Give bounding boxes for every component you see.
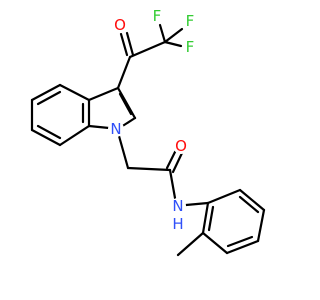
bond-ar1-ar2 <box>206 188 242 205</box>
atom-h-amide: H <box>171 215 185 233</box>
bond-ketone-double-a <box>119 32 129 57</box>
bond-ar6-ar1-inner <box>207 205 215 232</box>
bond-ar6-ar1 <box>201 201 210 235</box>
bond-ar2-ar3 <box>238 188 266 212</box>
bond-ar6-methyl <box>176 231 205 257</box>
bond-c7-c7a <box>58 124 91 147</box>
bond-c4-c5 <box>30 83 62 102</box>
bond-c3-c3a <box>87 86 120 102</box>
bond-c6-c7 <box>30 128 62 147</box>
atom-n-amide-label: N <box>172 197 183 215</box>
atom-n-amide: N <box>170 197 186 215</box>
bond-n-aryl <box>184 201 210 207</box>
atom-o-ketone-label: O <box>114 16 126 34</box>
bond-ketone-double-b <box>125 31 135 57</box>
atom-f3-label: F <box>186 38 195 56</box>
bonds <box>30 23 266 257</box>
bond-carbonyl-cf3 <box>128 40 167 59</box>
atom-f2-label: F <box>186 12 195 30</box>
bond-ar3-ar4 <box>256 208 266 243</box>
bond-c3-c2 <box>116 86 137 120</box>
bond-ar4-ar5 <box>225 239 260 255</box>
bond-cf3-f2 <box>163 27 184 44</box>
bond-ar5-ar6 <box>201 231 229 255</box>
bond-c2-n1 <box>119 116 137 129</box>
bond-cf3-f1 <box>158 23 167 44</box>
bond-cf3-f3 <box>163 40 183 48</box>
bond-amide-double-b <box>171 151 184 174</box>
bond-c4-c5-inner <box>36 90 62 106</box>
bond-n1-c7a <box>87 124 111 130</box>
bond-ch2-amide-c <box>126 166 172 172</box>
atom-o-ketone: O <box>112 16 128 34</box>
atom-h-amide-label: H <box>172 215 183 233</box>
atom-labels: F F F O O N N H <box>108 7 197 233</box>
bond-c3-c2-inner <box>118 92 133 116</box>
atom-f1: F <box>150 7 164 25</box>
bond-c6-c7-inner <box>36 124 62 140</box>
atom-o-amide: O <box>173 137 189 155</box>
bond-c3a-c4 <box>58 83 91 102</box>
atom-f3: F <box>183 38 197 56</box>
bond-ar4-ar5-inner <box>226 235 254 248</box>
bond-c3-carbonyl <box>116 55 132 90</box>
atom-o-amide-label: O <box>175 137 187 155</box>
atom-n-indole: N <box>108 120 124 138</box>
atom-f1-label: F <box>153 7 162 25</box>
bond-amide-c-n <box>168 168 177 200</box>
bond-n1-ch2 <box>117 134 130 170</box>
atom-n-indole-label: N <box>110 120 121 138</box>
atom-f2: F <box>183 12 197 30</box>
bond-ar2-ar3-inner <box>238 195 260 214</box>
bond-amide-double-a <box>165 148 178 170</box>
molecule-structure: F F F O O N N H <box>30 7 266 257</box>
